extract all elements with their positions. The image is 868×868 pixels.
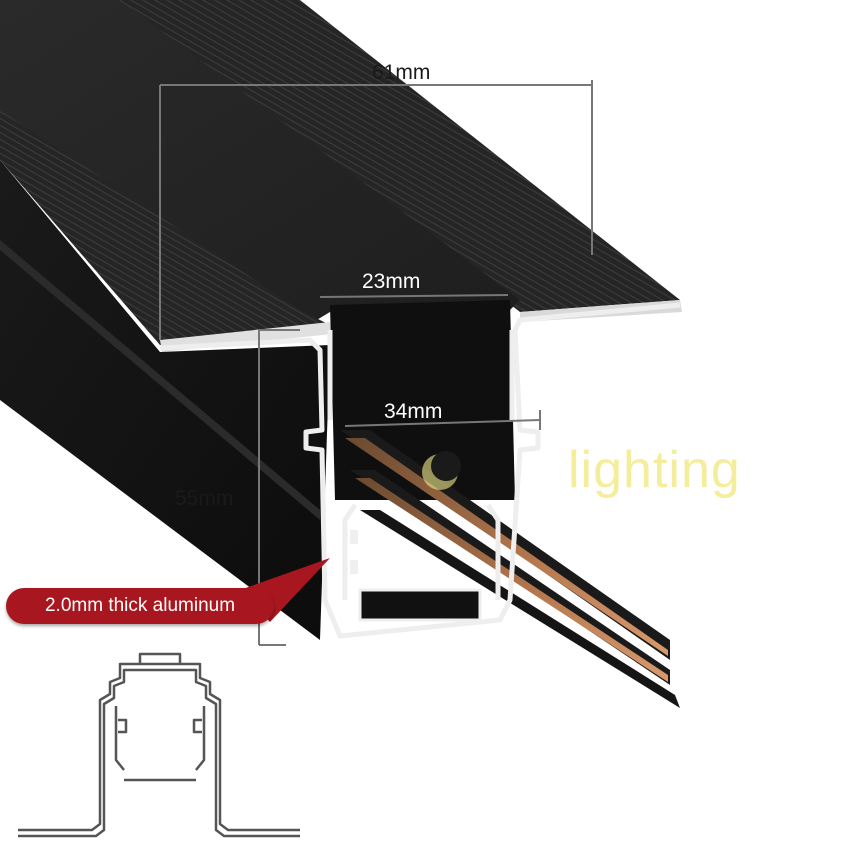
watermark-logo [422, 451, 461, 490]
watermark-brand-word: lighting [568, 441, 741, 499]
cross-section-front [159, 302, 681, 639]
top-plate [0, 0, 520, 330]
inner-dimension-label: 34mm [384, 400, 443, 423]
cross-section-drawing [18, 652, 300, 838]
width-dimension-label: 61mm [372, 61, 431, 84]
channel-dimension-label: 23mm [362, 270, 421, 293]
height-dimension-label: 55mm [175, 487, 234, 510]
thickness-callout: 2.0mm thick aluminum [6, 588, 274, 624]
inner-groove [350, 530, 482, 622]
profile-body [0, 160, 330, 640]
